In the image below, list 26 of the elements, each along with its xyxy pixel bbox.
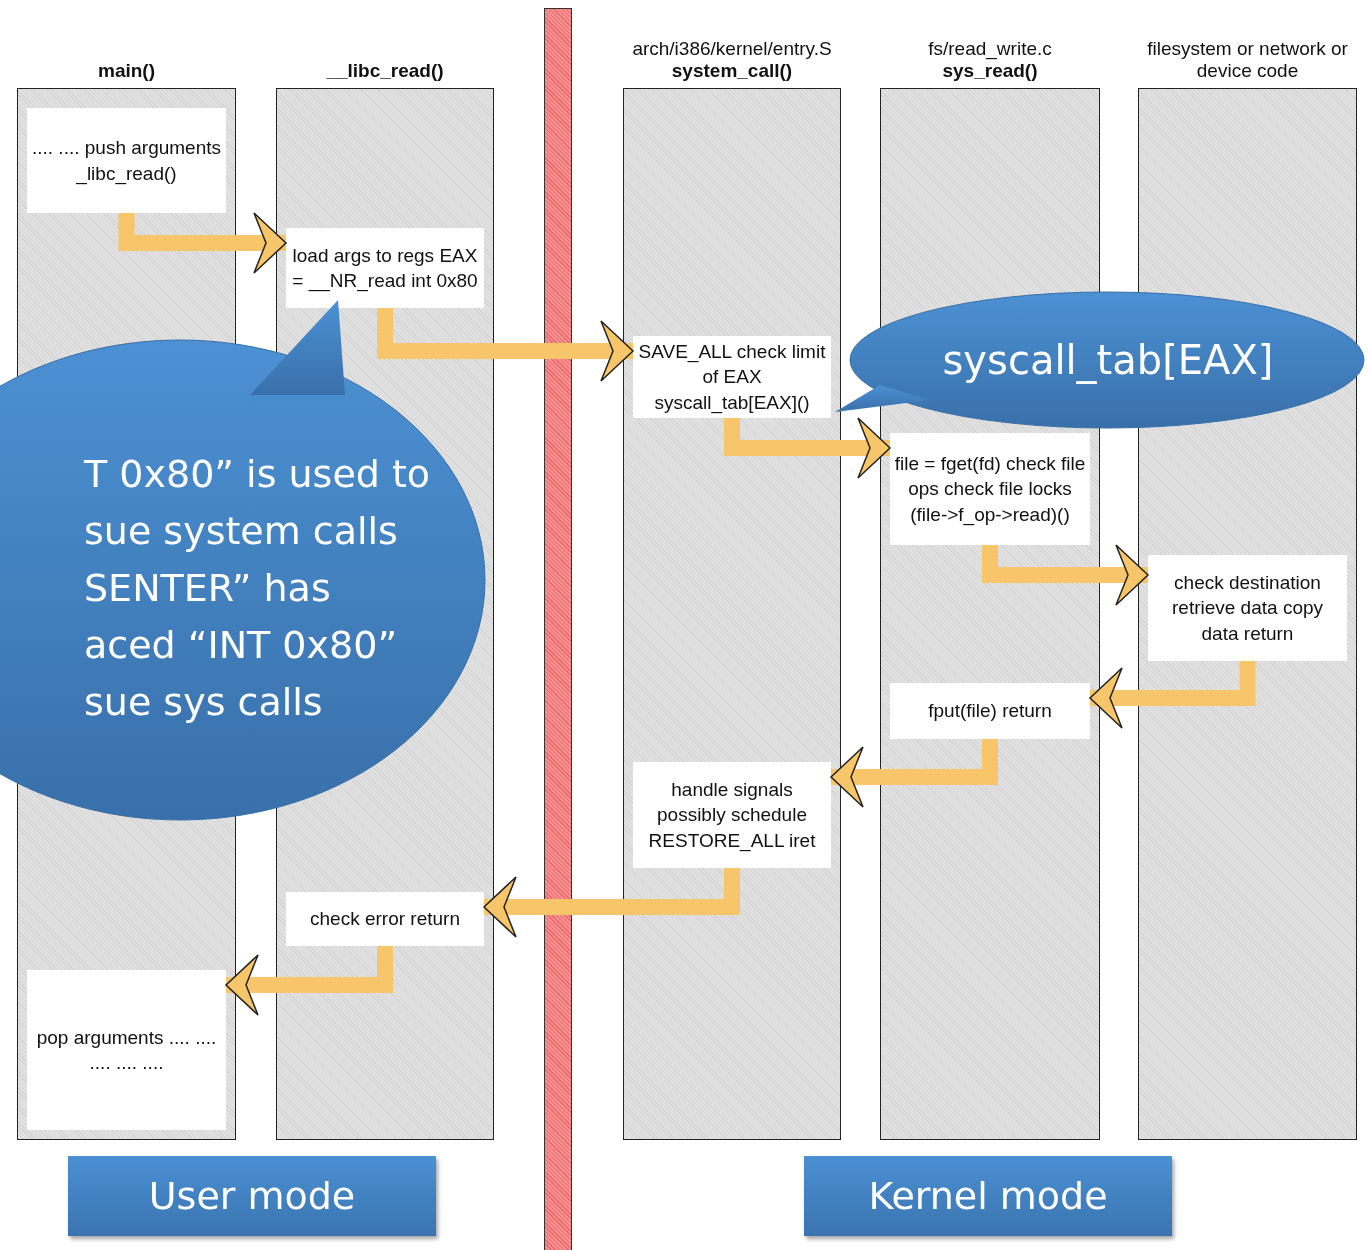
block-arrow <box>724 417 891 479</box>
block-arrow <box>377 308 634 382</box>
lane-title: __libc_read() <box>326 60 444 82</box>
block-arrow <box>225 946 393 1016</box>
step-box: SAVE_ALL check limit of EAX syscall_tab[EAX]() <box>633 336 831 418</box>
step-box: check error return <box>286 892 484 946</box>
mode-banner: User mode <box>68 1156 436 1236</box>
block-arrow <box>830 739 998 808</box>
mode-banner: Kernel mode <box>804 1156 1172 1236</box>
step-box: .... .... push arguments _libc_read() <box>27 108 226 213</box>
block-arrow <box>118 212 287 274</box>
block-arrow <box>982 544 1149 606</box>
lane-title: sys_read() <box>942 60 1038 82</box>
step-box: handle signals possibly schedule RESTORE_ALL iret <box>633 762 831 868</box>
lane-title: main() <box>98 60 155 82</box>
step-box: check destination retrieve data copy data return <box>1148 555 1347 661</box>
step-box: load args to regs EAX = __NR_read int 0x80 <box>286 228 484 308</box>
lane-title: filesystem or network or device code <box>1146 38 1349 82</box>
lane-title: system_call() <box>671 60 793 82</box>
block-arrow <box>1089 661 1256 729</box>
block-arrow <box>483 868 740 938</box>
lane-title: fs/read_write.c <box>928 38 1052 60</box>
step-box: fput(file) return <box>890 683 1090 739</box>
lane-title: arch/i386/kernel/entry.S <box>632 38 832 60</box>
step-box: file = fget(fd) check file ops check file locks (file->f_op->read)() <box>890 433 1090 545</box>
step-box: pop arguments .... .... .... .... .... <box>27 970 226 1130</box>
